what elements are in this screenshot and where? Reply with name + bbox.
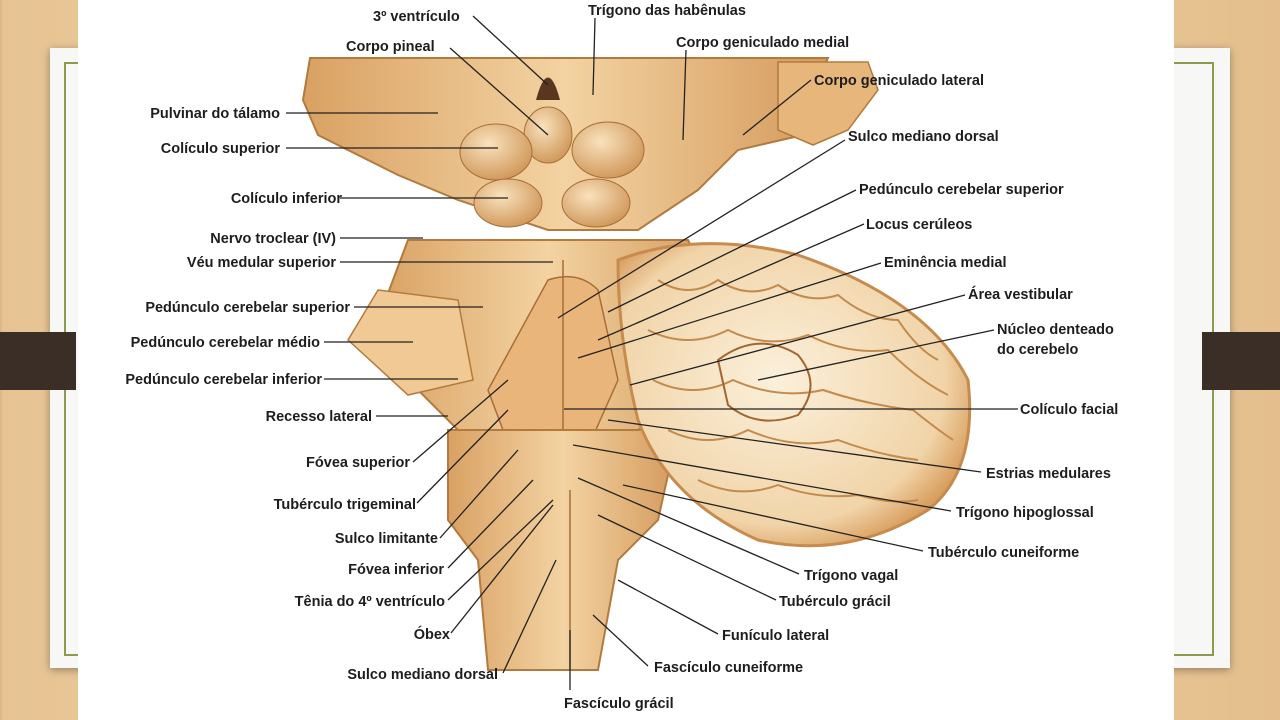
superior-colliculus-left (459, 123, 533, 181)
label-inferior-fovea: Fóvea inferior (348, 562, 444, 578)
label-lateral-funiculus: Funículo lateral (722, 628, 829, 644)
label-trigeminal-tubercle: Tubérculo trigeminal (274, 497, 416, 513)
label-dentate-nucleus-1: Núcleo denteado (997, 322, 1114, 338)
decorative-bar-left (0, 332, 76, 390)
label-superior-colliculus: Colículo superior (161, 141, 281, 157)
label-obex: Óbex (414, 625, 450, 643)
label-superior-fovea: Fóvea superior (306, 455, 410, 471)
label-superior-cerebellar-peduncle-left: Pedúnculo cerebelar superior (145, 300, 350, 316)
medulla-and-spinal-cord (447, 429, 680, 671)
label-inferior-colliculus: Colículo inferior (231, 191, 343, 207)
label-dentate-nucleus-2: do cerebelo (997, 342, 1079, 358)
label-facial-colliculus: Colículo facial (1020, 402, 1118, 418)
label-vestibular-area: Área vestibular (968, 286, 1073, 303)
label-cuneate-fasciculus: Fascículo cuneiforme (654, 660, 803, 676)
label-pulvinar: Pulvinar do tálamo (150, 106, 280, 122)
label-vagal-trigone: Trígono vagal (804, 568, 898, 584)
label-gracile-tubercle: Tubérculo grácil (779, 594, 891, 610)
label-inferior-cerebellar-peduncle: Pedúnculo cerebelar inferior (125, 372, 322, 388)
label-pineal-body: Corpo pineal (346, 39, 435, 55)
brainstem-figure: 3º ventrículo Corpo pineal Trígono das h… (78, 0, 1174, 720)
label-trochlear-nerve: Nervo troclear (IV) (210, 231, 336, 247)
decorative-bar-right (1202, 332, 1280, 390)
label-medial-eminence: Eminência medial (884, 255, 1007, 271)
third-ventricle (536, 77, 560, 100)
label-lateral-recess: Recesso lateral (266, 409, 372, 425)
label-sulcus-limitans: Sulco limitante (335, 531, 438, 547)
inferior-colliculus-right (561, 178, 631, 228)
label-dorsal-median-sulcus-right: Sulco mediano dorsal (848, 129, 999, 145)
label-gracile-fasciculus: Fascículo grácil (564, 696, 674, 712)
label-medial-geniculate: Corpo geniculado medial (676, 35, 849, 51)
label-dorsal-median-sulcus-left: Sulco mediano dorsal (347, 667, 498, 683)
geniculate-lateral-region (777, 61, 879, 146)
leader-lines (286, 15, 1018, 690)
label-lateral-geniculate: Corpo geniculado lateral (814, 73, 984, 89)
label-middle-cerebellar-peduncle: Pedúnculo cerebelar médio (131, 335, 321, 351)
superior-colliculus-right (571, 121, 645, 179)
label-superior-medullary-velum: Véu medular superior (187, 255, 336, 271)
dentate-nucleus (716, 342, 812, 422)
label-third-ventricle: 3º ventrículo (373, 9, 460, 25)
label-cuneate-tubercle: Tubérculo cuneiforme (928, 545, 1079, 561)
label-superior-cerebellar-peduncle-right: Pedúnculo cerebelar superior (859, 182, 1064, 198)
cerebellum-folia (647, 278, 954, 503)
label-habenular-trigone: Trígono das habênulas (588, 3, 746, 19)
label-locus-coeruleus: Locus cerúleos (866, 217, 972, 233)
label-medullary-striae: Estrias medulares (986, 466, 1111, 482)
label-hypoglossal-trigone: Trígono hipoglossal (956, 505, 1094, 521)
brainstem-illustration: 3º ventrículo Corpo pineal Trígono das h… (125, 3, 1118, 712)
label-taenia-fourth-ventricle: Tênia do 4º ventrículo (295, 594, 445, 610)
inferior-colliculus-left (473, 178, 543, 228)
